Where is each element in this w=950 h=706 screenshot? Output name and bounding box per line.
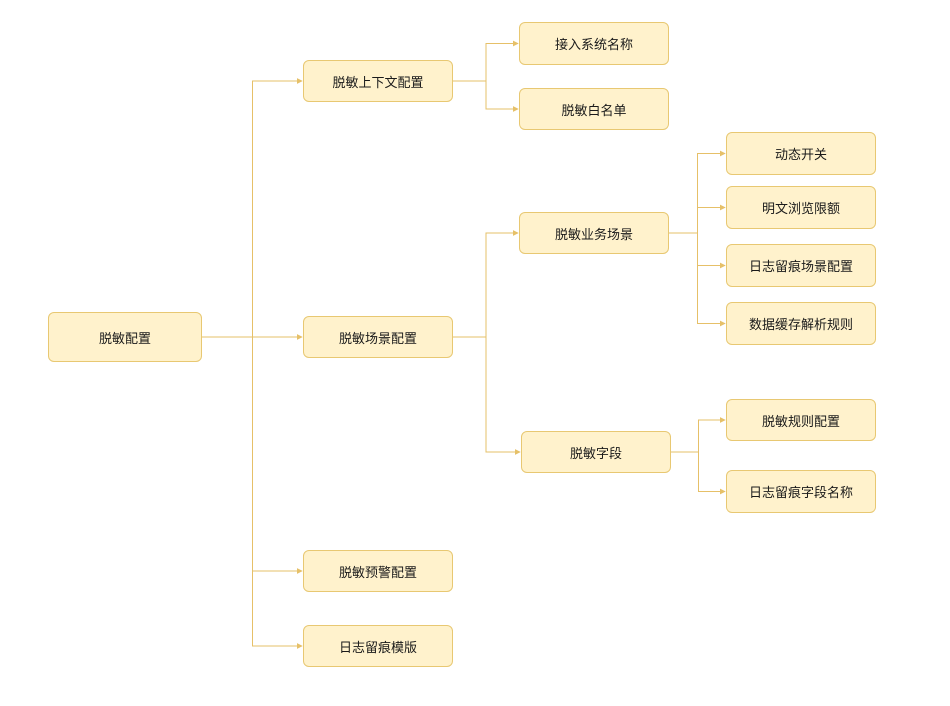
plaintext-quota-node[interactable]: 明文浏览限额: [726, 186, 876, 229]
warning-config-node[interactable]: 脱敏预警配置: [303, 550, 453, 592]
rule-config-node[interactable]: 脱敏规则配置: [726, 399, 876, 441]
log-scene-config-node[interactable]: 日志留痕场景配置: [726, 244, 876, 287]
field-node[interactable]: 脱敏字段: [521, 431, 671, 473]
whitelist-node[interactable]: 脱敏白名单: [519, 88, 669, 130]
context-config-node[interactable]: 脱敏上下文配置: [303, 60, 453, 102]
edge-field-to-rule_config: [671, 417, 726, 453]
dynamic-switch-node[interactable]: 动态开关: [726, 132, 876, 175]
edge-business_scene-to-cache_parse_rule: [669, 232, 726, 327]
edge-root-to-log_template: [202, 336, 303, 649]
system-name-node[interactable]: 接入系统名称: [519, 22, 669, 65]
edge-scene_config-to-business_scene: [453, 230, 519, 338]
edge-root-to-context_config: [202, 78, 303, 338]
log-template-node[interactable]: 日志留痕模版: [303, 625, 453, 667]
edge-context_config-to-whitelist: [453, 80, 519, 112]
edge-business_scene-to-plaintext_quota: [669, 204, 726, 234]
edge-field-to-log_field_name: [671, 451, 726, 495]
edge-context_config-to-system_name: [453, 40, 519, 82]
edge-layer: [202, 40, 726, 649]
cache-parse-rule-node[interactable]: 数据缓存解析规则: [726, 302, 876, 345]
scene-config-node[interactable]: 脱敏场景配置: [303, 316, 453, 358]
business-scene-node[interactable]: 脱敏业务场景: [519, 212, 669, 254]
log-field-name-node[interactable]: 日志留痕字段名称: [726, 470, 876, 513]
edge-scene_config-to-field: [453, 336, 521, 455]
root-node[interactable]: 脱敏配置: [48, 312, 202, 362]
